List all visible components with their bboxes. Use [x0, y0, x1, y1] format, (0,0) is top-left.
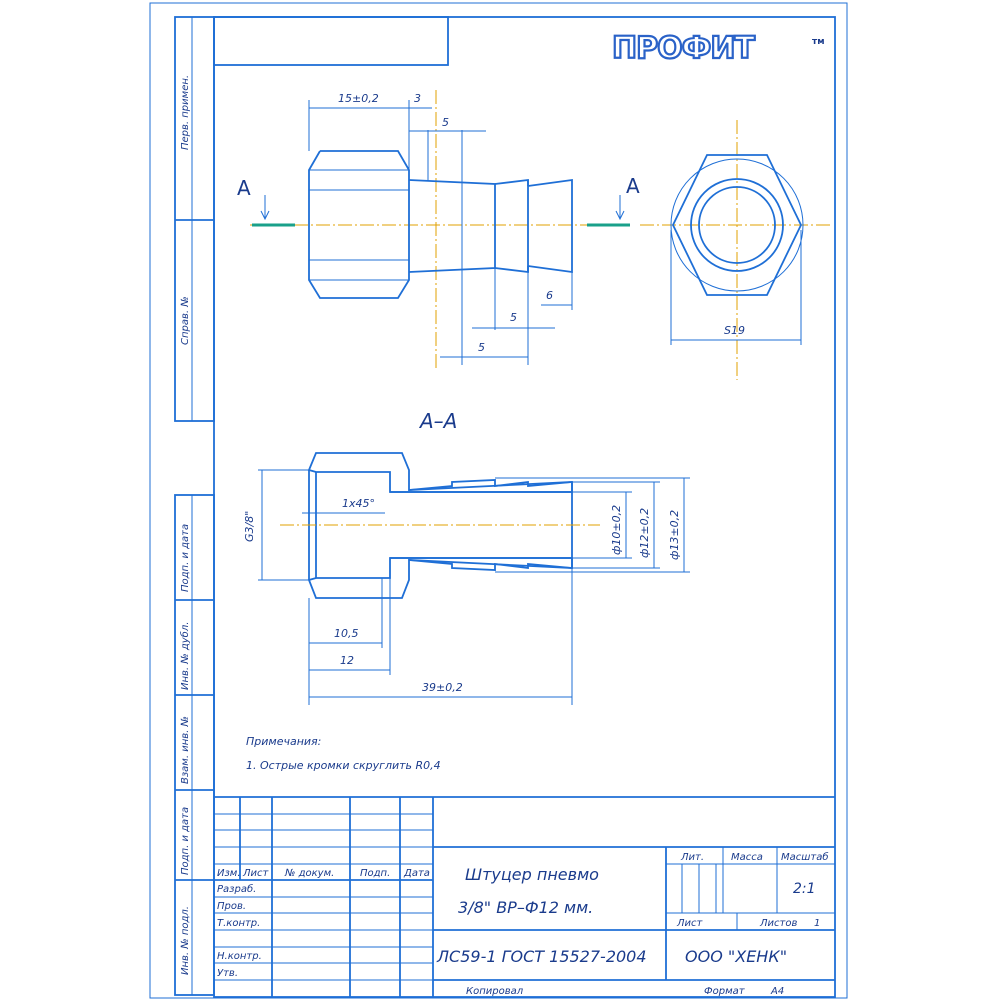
tb-listov-label: Листов [759, 918, 797, 929]
part-name-line-2: 3/8" ВР–Ф12 мм. [458, 898, 593, 917]
part-material: ЛС59-1 ГОСТ 15527-2004 [436, 947, 647, 966]
drawing-frame [213, 16, 836, 998]
label-inv-dubl: Инв. № дубл. [179, 622, 191, 690]
tb-header-data: Дата [403, 868, 430, 879]
tb-row-utv: Утв. [217, 968, 238, 979]
tb-kopiroval: Копировал [466, 986, 524, 997]
dim-15: 15±0,2 [338, 92, 379, 105]
label-perv-primen: Перв. примен. [180, 75, 191, 150]
section-mark-right: А [626, 174, 640, 198]
notes-heading: Примечания: [246, 735, 321, 748]
label-podp-data-2: Подп. и дата [180, 807, 191, 875]
top-left-box [213, 16, 449, 66]
section-mark-left: А [237, 176, 251, 200]
tb-list-label: Лист [676, 918, 704, 929]
company-name: ООО "ХЕНК" [685, 947, 787, 966]
dim-39: 39±0,2 [422, 681, 463, 694]
tb-masshtab-label: Масштаб [781, 851, 829, 863]
end-view [640, 120, 830, 380]
dim-phi13: ф13±0,2 [668, 510, 681, 560]
tb-header-podp: Подп. [360, 868, 390, 879]
tb-format-value: А4 [770, 986, 784, 997]
tb-lit-label: Лит. [680, 852, 704, 863]
tb-header-n-dokum: № докум. [284, 868, 334, 879]
label-inv-podl: Инв. № подл. [180, 906, 191, 975]
dim-5-a: 5 [510, 311, 517, 324]
sheet-trim [149, 2, 848, 999]
tb-row-t-kontr: Т.контр. [217, 918, 260, 929]
dim-12: 12 [340, 654, 354, 667]
section-view [258, 452, 690, 705]
brand-logo-tm: тм [812, 37, 825, 47]
dim-10-5: 10,5 [334, 627, 359, 640]
tb-row-n-kontr: Н.контр. [217, 951, 262, 962]
section-title: А–А [418, 409, 457, 433]
brand-logo: ПРОФИТ [612, 31, 755, 66]
left-side-strip [174, 16, 215, 996]
label-podp-data-1: Подп. и дата [180, 524, 191, 592]
tb-scale-value: 2:1 [793, 881, 816, 897]
label-sprav: Справ. № [180, 296, 191, 345]
dim-6: 6 [546, 289, 553, 302]
dim-chamfer: 1х45° [342, 497, 375, 510]
tb-massa-label: Масса [731, 852, 763, 863]
tb-format-label: Формат [704, 986, 746, 997]
dim-5-top: 5 [442, 116, 449, 129]
title-block [214, 796, 835, 997]
tb-header-list: Лист [242, 868, 270, 879]
part-name-line-1: Штуцер пневмо [465, 865, 599, 884]
label-vzam-inv: Взам. инв. № [180, 716, 191, 784]
front-view [250, 90, 630, 370]
dim-g38: G3/8" [243, 511, 256, 542]
dim-phi12: ф12±0,2 [638, 508, 651, 558]
tb-header-izm: Изм. [217, 868, 241, 879]
tb-row-prov: Пров. [217, 901, 246, 912]
tb-listov-value: 1 [814, 918, 820, 929]
tb-row-razrab: Разраб. [217, 883, 256, 895]
dim-5-b: 5 [478, 341, 485, 354]
dim-3: 3 [414, 92, 421, 105]
notes-line-1: 1. Острые кромки скруглить R0,4 [246, 759, 441, 772]
dim-phi10: ф10±0,2 [610, 505, 623, 555]
dim-s19: S19 [724, 324, 745, 337]
